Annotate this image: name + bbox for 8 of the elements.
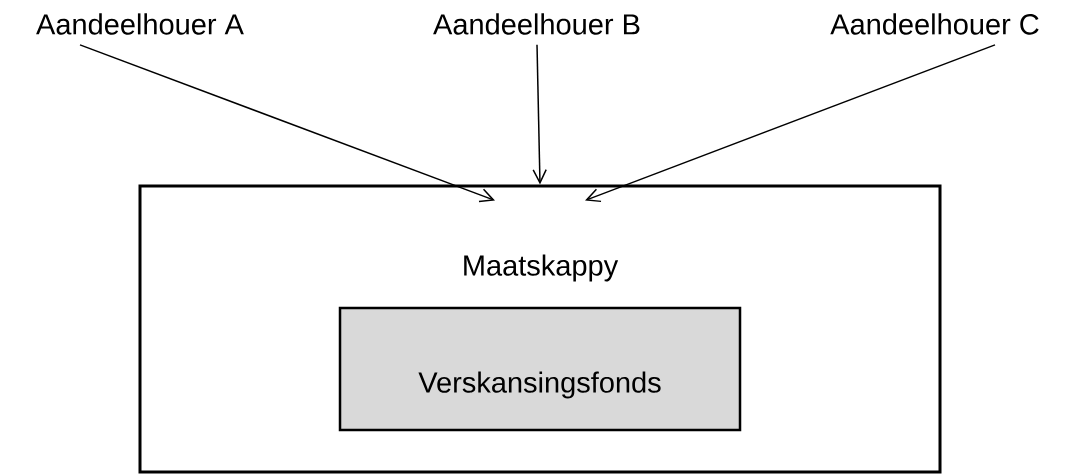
shareholder-label: Aandeelhouer A [36,13,244,35]
arrow [532,44,547,185]
arrow [585,44,996,203]
box-label: Maatskappy [464,254,619,282]
arrow [79,44,495,203]
box-label: Verskansingsfonds [418,371,661,399]
shareholder-label: Aandeelhouer B [433,13,640,35]
shareholder-label: Aandeelhouer C [830,13,1039,35]
